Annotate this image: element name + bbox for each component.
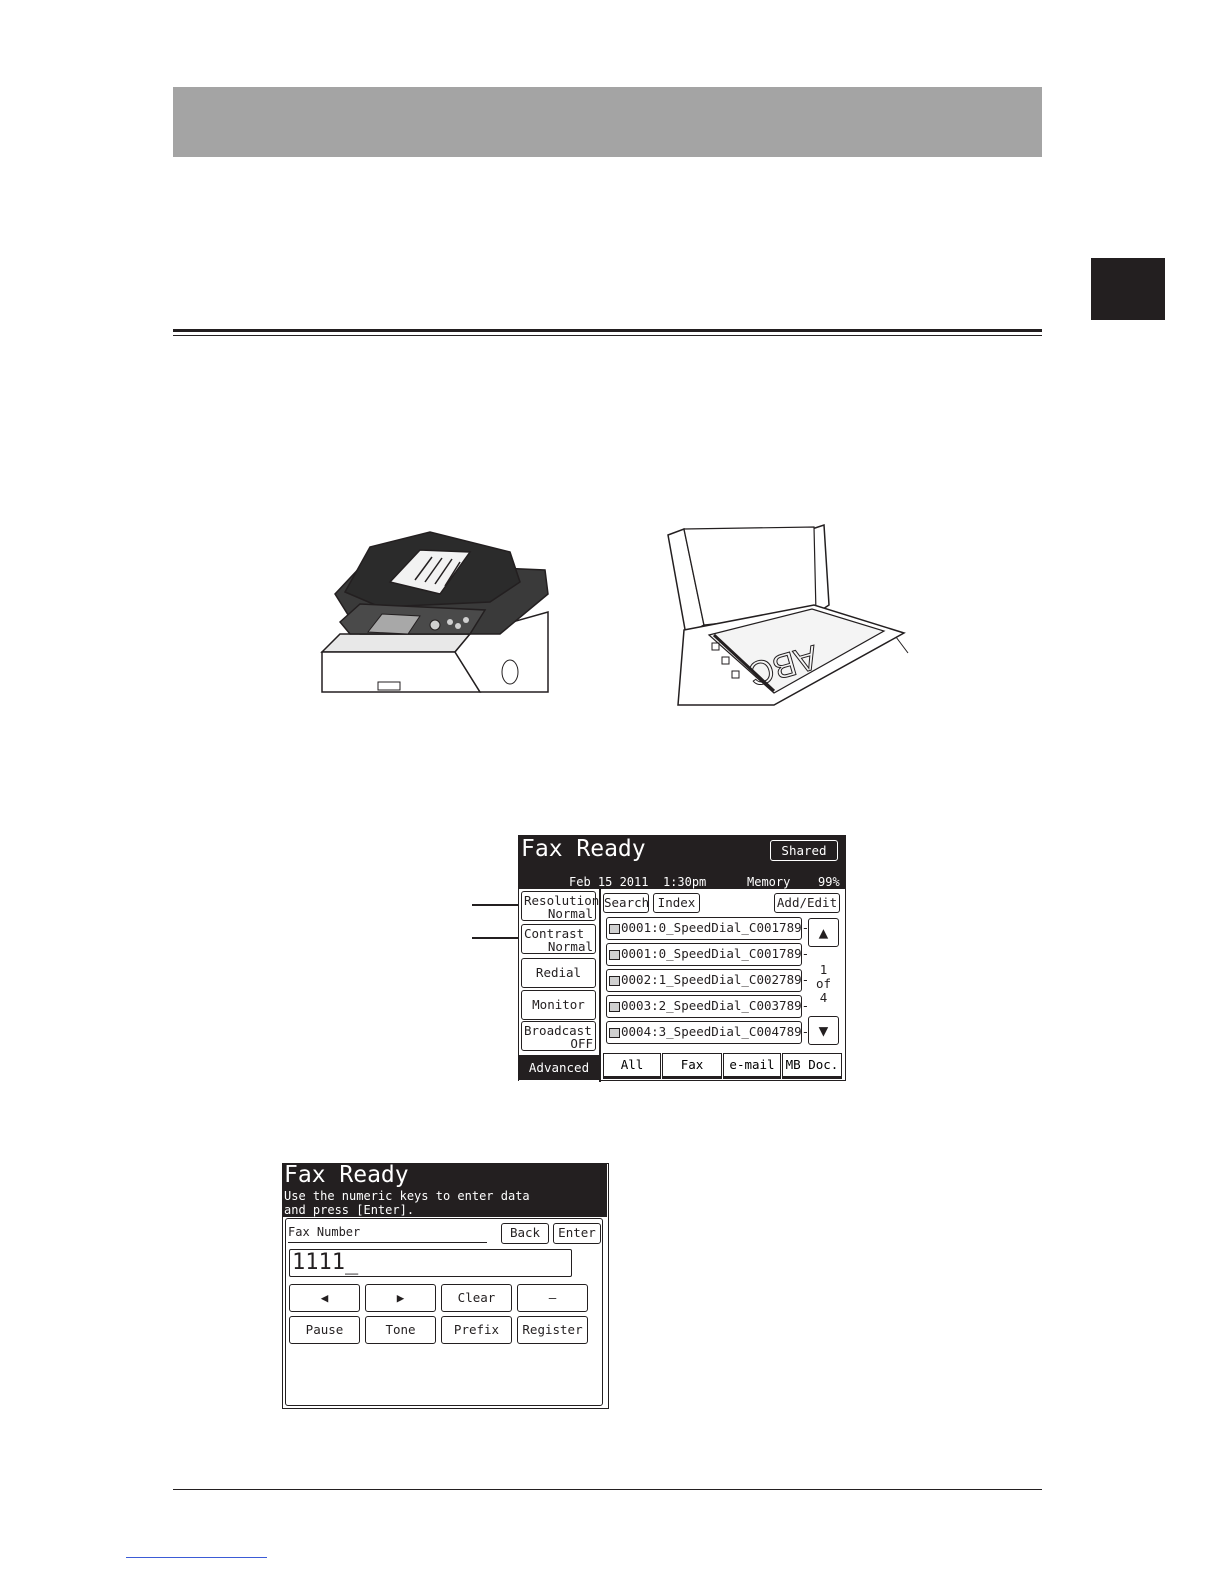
screen-header	[283, 1164, 607, 1217]
enter-button[interactable]: Enter	[553, 1223, 601, 1244]
screen-title: Fax Ready	[521, 836, 646, 862]
callout-line-resolution	[472, 904, 518, 906]
index-button[interactable]: Index	[653, 893, 700, 913]
fax-number-underline	[288, 1242, 487, 1243]
entry-text: 0004:3_SpeedDial_C004789-	[621, 1024, 810, 1039]
resolution-button[interactable]: Resolution Normal	[521, 891, 600, 921]
broadcast-label: Broadcast	[524, 1023, 592, 1038]
document-glass-illustration: ABC	[667, 523, 909, 706]
memory-label: Memory	[747, 875, 791, 889]
speed-dial-entry[interactable]: 0001:0_SpeedDial_C001789-	[606, 943, 809, 966]
section-rule	[173, 329, 1042, 332]
entry-panel	[285, 1218, 603, 1406]
contrast-value: Normal	[547, 939, 593, 954]
entry-text: 0003:2_SpeedDial_C003789-	[621, 998, 810, 1013]
register-button[interactable]: Register	[517, 1316, 588, 1344]
entry-text: 0002:1_SpeedDial_C002789-	[621, 972, 810, 987]
resolution-label: Resolution	[524, 893, 600, 908]
broadcast-button[interactable]: Broadcast OFF	[521, 1021, 596, 1051]
instruction-text: Use the numeric keys to enter data and p…	[284, 1189, 530, 1217]
advanced-button[interactable]: Advanced	[519, 1055, 599, 1080]
entry-text: 0001:0_SpeedDial_C001789-	[621, 946, 810, 961]
search-button[interactable]: Search	[603, 893, 649, 913]
cursor-left-button[interactable]: ◀	[289, 1284, 360, 1312]
up-arrow-icon: ▲	[818, 923, 829, 942]
fax-number-input[interactable]: 1111_	[289, 1249, 572, 1277]
page-current: 1	[819, 962, 828, 977]
prefix-button[interactable]: Prefix	[441, 1316, 512, 1344]
chapter-tab	[1091, 258, 1165, 320]
page-indicator: 1 of 4	[808, 963, 839, 1005]
pause-button[interactable]: Pause	[289, 1316, 360, 1344]
contrast-label: Contrast	[524, 926, 585, 941]
monitor-button[interactable]: Monitor	[521, 990, 596, 1020]
entry-text: 0001:0_SpeedDial_C001789-	[621, 920, 810, 935]
page-of: of	[815, 976, 832, 991]
redial-label: Redial	[535, 965, 582, 980]
tab-all[interactable]: All	[603, 1053, 661, 1079]
left-arrow-icon: ◀	[320, 1290, 329, 1305]
broadcast-value: OFF	[570, 1036, 593, 1051]
callout-line-contrast	[472, 937, 518, 939]
fax-icon	[609, 923, 620, 934]
scroll-up-button[interactable]: ▲	[808, 918, 839, 947]
dash-button[interactable]: —	[517, 1284, 588, 1312]
speed-dial-entry[interactable]: 0002:1_SpeedDial_C002789-	[606, 969, 809, 992]
clear-button[interactable]: Clear	[441, 1284, 512, 1312]
back-button[interactable]: Back	[501, 1223, 549, 1244]
date-text: Feb 15 2011	[569, 875, 649, 889]
tab-email[interactable]: e-mail	[723, 1053, 781, 1079]
page-total: 4	[819, 990, 828, 1005]
resolution-value: Normal	[547, 906, 593, 921]
cursor-right-button[interactable]: ▶	[365, 1284, 436, 1312]
screen-title: Fax Ready	[284, 1162, 409, 1188]
shared-button[interactable]: Shared	[770, 840, 838, 861]
fax-icon	[609, 1027, 620, 1038]
footer-rule	[173, 1489, 1042, 1490]
right-arrow-icon: ▶	[396, 1290, 405, 1305]
fax-icon	[609, 1001, 620, 1012]
contrast-button[interactable]: Contrast Normal	[521, 924, 596, 954]
footer-link-underline	[126, 1557, 267, 1558]
tab-mb-doc[interactable]: MB Doc.	[782, 1053, 842, 1079]
tone-button[interactable]: Tone	[365, 1316, 436, 1344]
chapter-header-band	[173, 87, 1042, 157]
speed-dial-entry[interactable]: 0004:3_SpeedDial_C004789-	[606, 1021, 809, 1044]
scroll-down-button[interactable]: ▼	[808, 1016, 839, 1045]
redial-button[interactable]: Redial	[521, 958, 596, 988]
time-text: 1:30pm	[662, 875, 707, 889]
speed-dial-entry[interactable]: 0003:2_SpeedDial_C003789-	[606, 995, 809, 1018]
tab-fax[interactable]: Fax	[662, 1053, 722, 1079]
section-rule-thin	[173, 335, 1042, 336]
screen-header	[519, 836, 845, 889]
fax-number-entry-screen: Fax Ready Use the numeric keys to enter …	[282, 1162, 609, 1409]
email-icon	[609, 975, 620, 986]
fax-number-label: Fax Number	[288, 1225, 361, 1239]
adf-machine-illustration	[320, 531, 549, 693]
speed-dial-entry[interactable]: 0001:0_SpeedDial_C001789-	[606, 917, 809, 940]
memory-value: 99%	[818, 875, 840, 889]
email-icon	[609, 949, 620, 960]
down-arrow-icon: ▼	[818, 1021, 829, 1040]
date-time-readout: Feb 15 2011 1:30pm	[569, 875, 706, 889]
monitor-label: Monitor	[532, 997, 585, 1012]
add-edit-button[interactable]: Add/Edit	[774, 893, 840, 913]
fax-ready-screen: Fax Ready Shared Feb 15 2011 1:30pm Memo…	[518, 835, 846, 1082]
